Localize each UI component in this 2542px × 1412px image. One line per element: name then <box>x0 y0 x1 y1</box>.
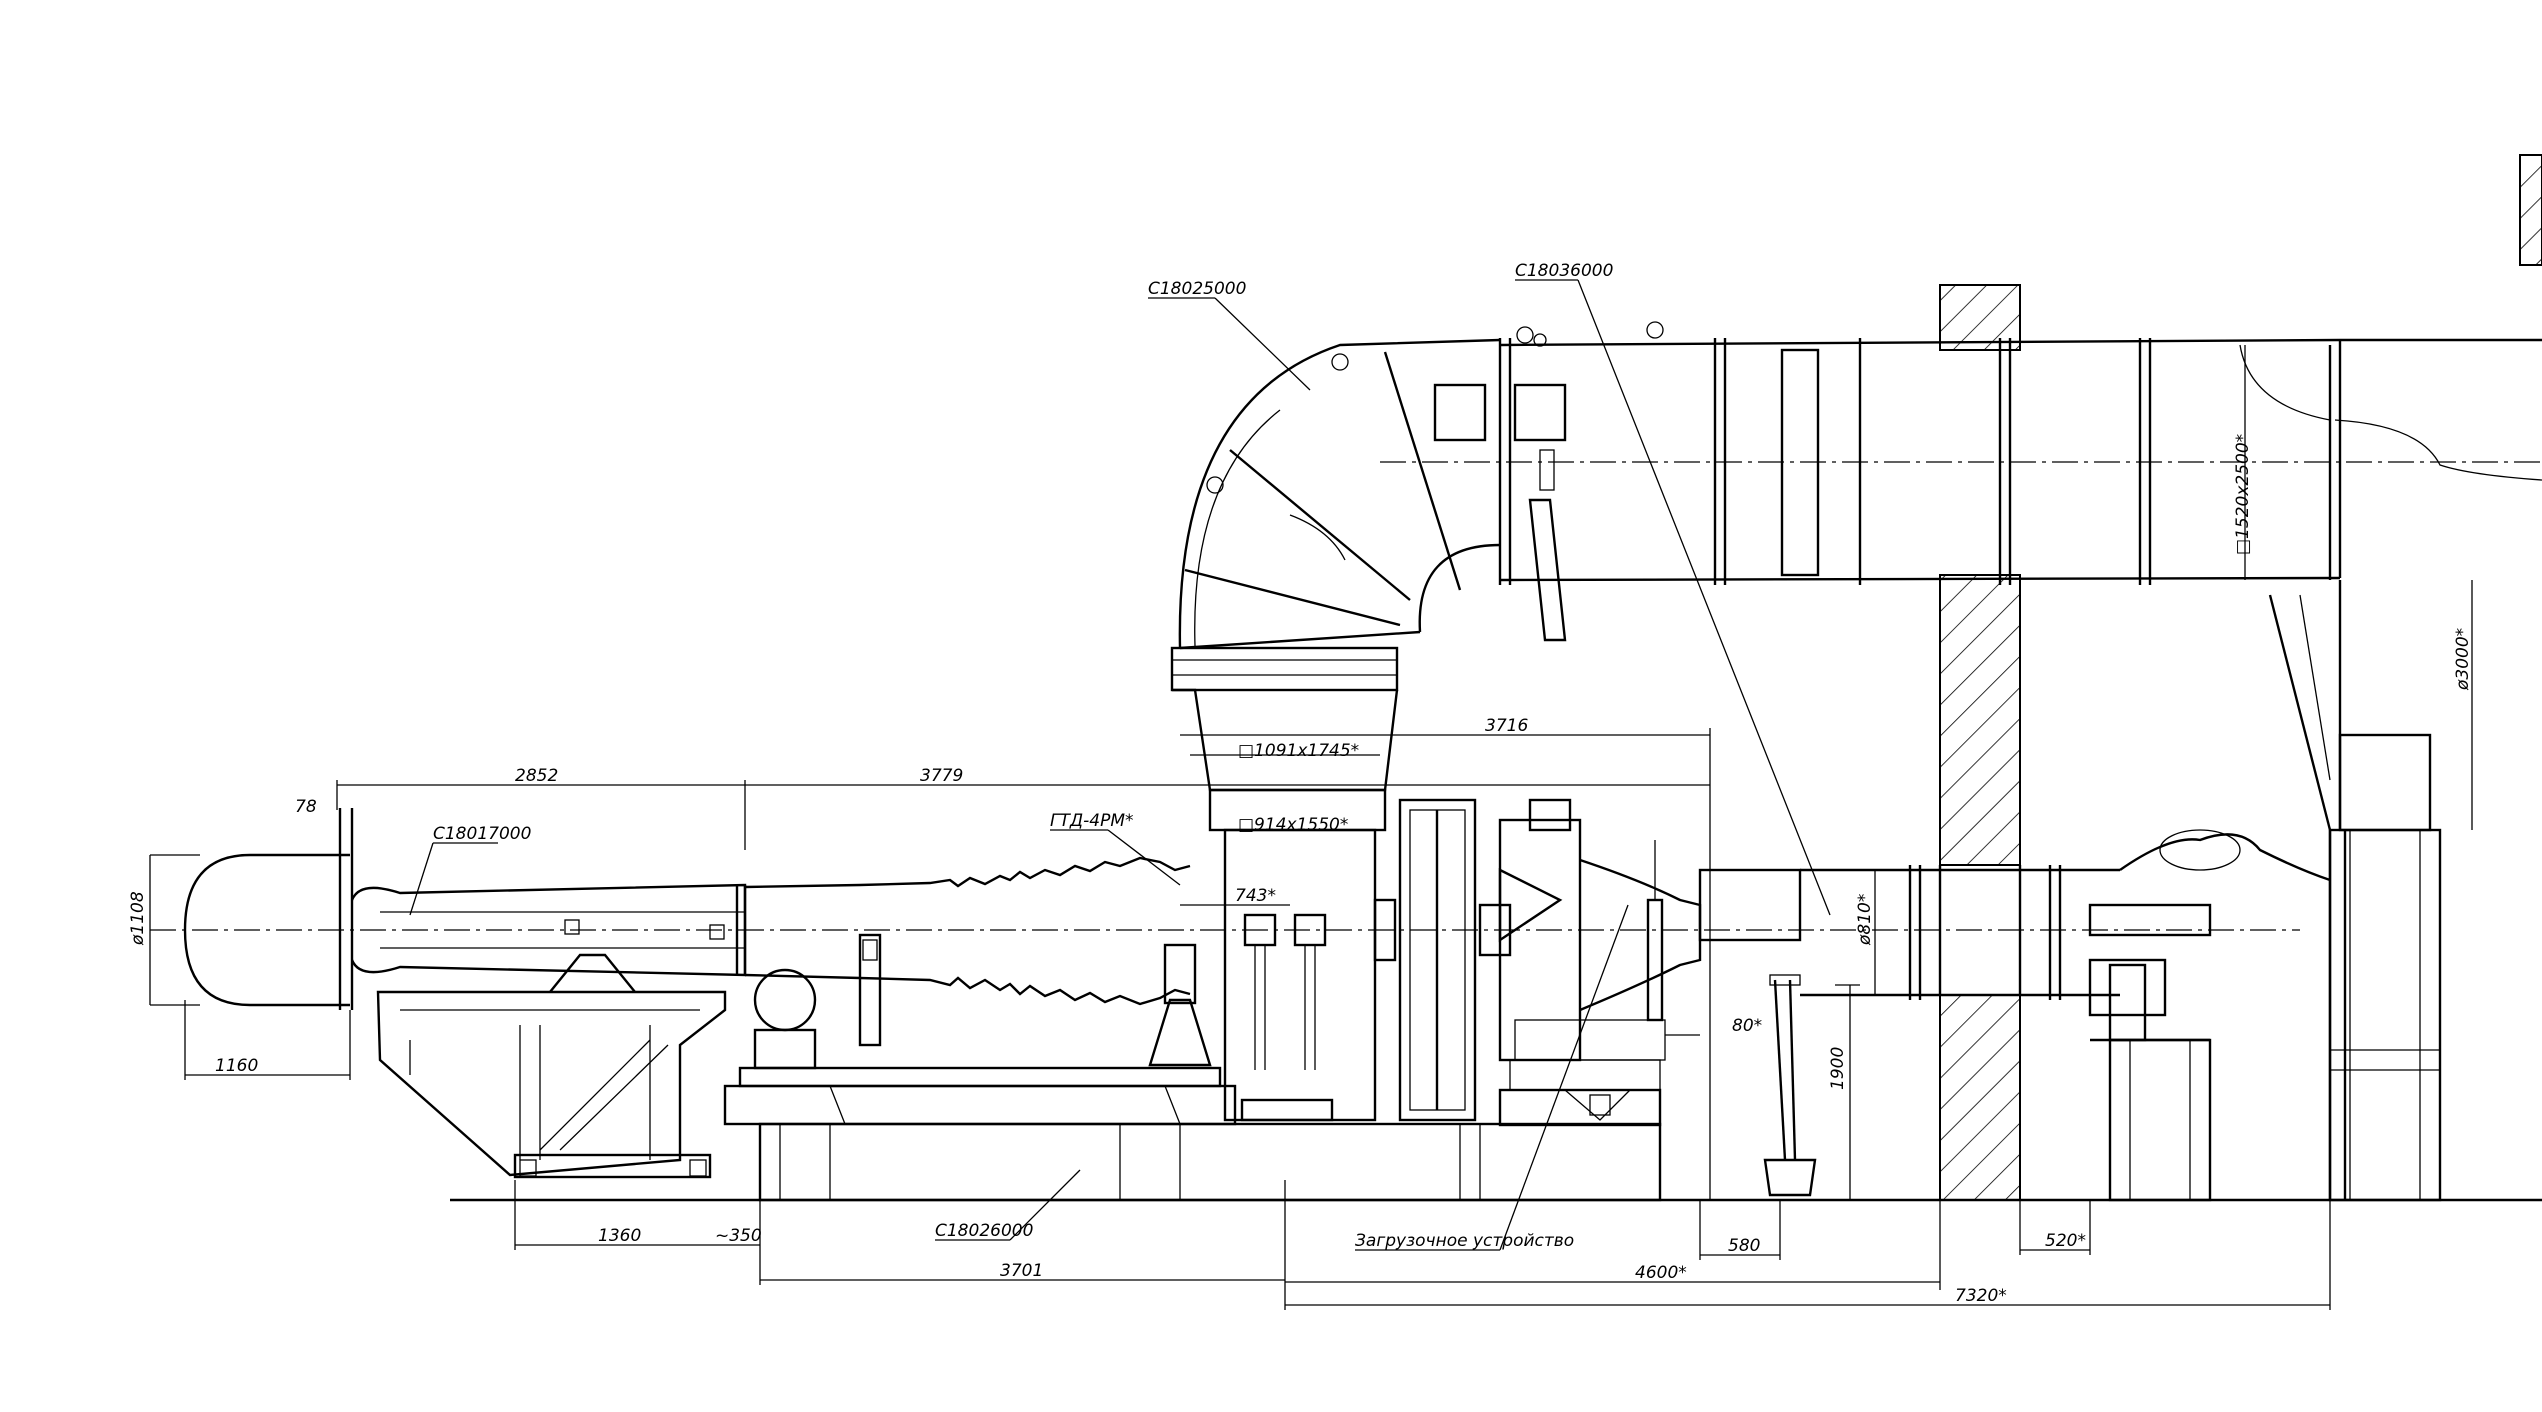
label-c18036000: C18036000 <box>1515 261 1613 281</box>
dim-580: 580 <box>1728 1236 1760 1256</box>
building-wall <box>1938 154 2542 1201</box>
leader-lines <box>409 279 1831 1251</box>
dim-520: 520* <box>2045 1231 2086 1251</box>
base-frame <box>723 933 1662 1202</box>
dim-350: ~350 <box>715 1226 762 1246</box>
dim-810: ø810* <box>1855 894 1875 946</box>
intake-support-frame <box>376 919 727 1179</box>
inlet-duct <box>350 883 747 977</box>
label-c18017000: C18017000 <box>433 824 531 844</box>
dim-3701: 3701 <box>1000 1261 1043 1281</box>
dim-1360: 1360 <box>598 1226 641 1246</box>
label-c18026000: C18026000 <box>935 1221 1033 1241</box>
dim-4600: 4600* <box>1635 1263 1687 1283</box>
dim-80: 80* <box>1732 1016 1762 1036</box>
dim-78: 78 <box>295 797 317 817</box>
exhaust-stack <box>2239 338 2542 1202</box>
dim-1091: □1091x1745* <box>1238 741 1359 761</box>
dim-743: 743* <box>1235 886 1276 906</box>
loading-device <box>1373 798 1702 1127</box>
dimension-lines <box>149 345 2473 1310</box>
gas-turbine-engine <box>744 856 1191 1006</box>
dim-3000: ø3000* <box>2453 628 2473 691</box>
dim-7320: 7320* <box>1955 1286 2007 1306</box>
dim-1160: 1160 <box>215 1056 258 1076</box>
dim-1108: ø1108 <box>128 891 148 946</box>
label-gtd: ГТД-4РМ* <box>1050 811 1134 831</box>
exhaust-duct-horizontal <box>1380 321 2542 642</box>
dim-2852: 2852 <box>515 766 558 786</box>
exhaust-duct-lower <box>1698 829 2331 1202</box>
dim-1520: □1520x2500* <box>2233 434 2253 555</box>
dim-3779: 3779 <box>920 766 963 786</box>
dim-3716: 3716 <box>1485 716 1528 736</box>
dim-1900: 1900 <box>1828 1047 1848 1090</box>
support-post <box>1763 974 1817 1197</box>
dim-914: □914x1550* <box>1238 815 1348 835</box>
label-loader: Загрузочное устройство <box>1355 1231 1574 1251</box>
intake-bellmouth <box>183 808 354 1010</box>
exhaust-elbow <box>1170 338 1501 1122</box>
label-c18025000: C18025000 <box>1148 279 1246 299</box>
